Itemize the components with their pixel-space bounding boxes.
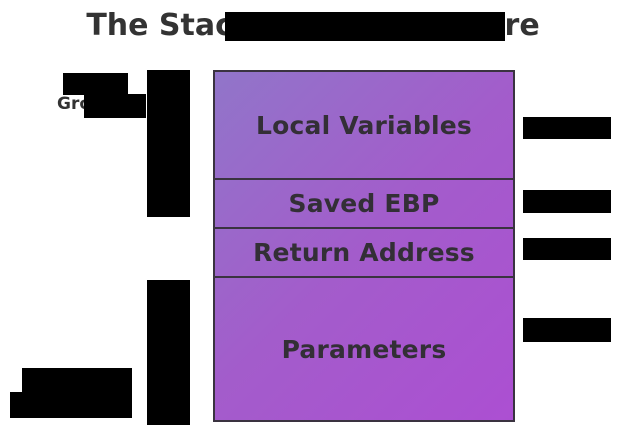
redaction-bar-callout-1: [523, 117, 611, 139]
redaction-bar-callout-2: [523, 190, 611, 213]
stack-cell-return-address: Return Address: [215, 229, 513, 278]
stack-cell-label: Parameters: [281, 334, 447, 364]
stack-cell-saved-ebp: Saved EBP: [215, 180, 513, 229]
redaction-bar-title: [225, 12, 505, 41]
redaction-bar-callout-4: [523, 318, 611, 342]
redaction-bar-higher-addresses-line2: [10, 392, 132, 418]
redaction-bar-stack-growth-line1: [63, 73, 128, 95]
stack-cell-local-variables: Local Variables: [215, 72, 513, 180]
redaction-bar-higher-addresses-line1: [22, 368, 132, 392]
redaction-bar-callout-3: [523, 238, 611, 260]
redaction-bar-higher-addresses-arrow: [147, 280, 190, 425]
stack-cell-label: Return Address: [253, 238, 475, 267]
stack-cell-label: Saved EBP: [288, 189, 440, 218]
stack-frame-diagram: Local Variables Saved EBP Return Address…: [213, 70, 515, 422]
stack-cell-parameters: Parameters: [215, 278, 513, 420]
redaction-bar-stack-growth-arrow: [147, 70, 190, 217]
redaction-bar-stack-growth-line2: [84, 94, 146, 118]
stack-cell-label: Local Variables: [256, 110, 472, 140]
